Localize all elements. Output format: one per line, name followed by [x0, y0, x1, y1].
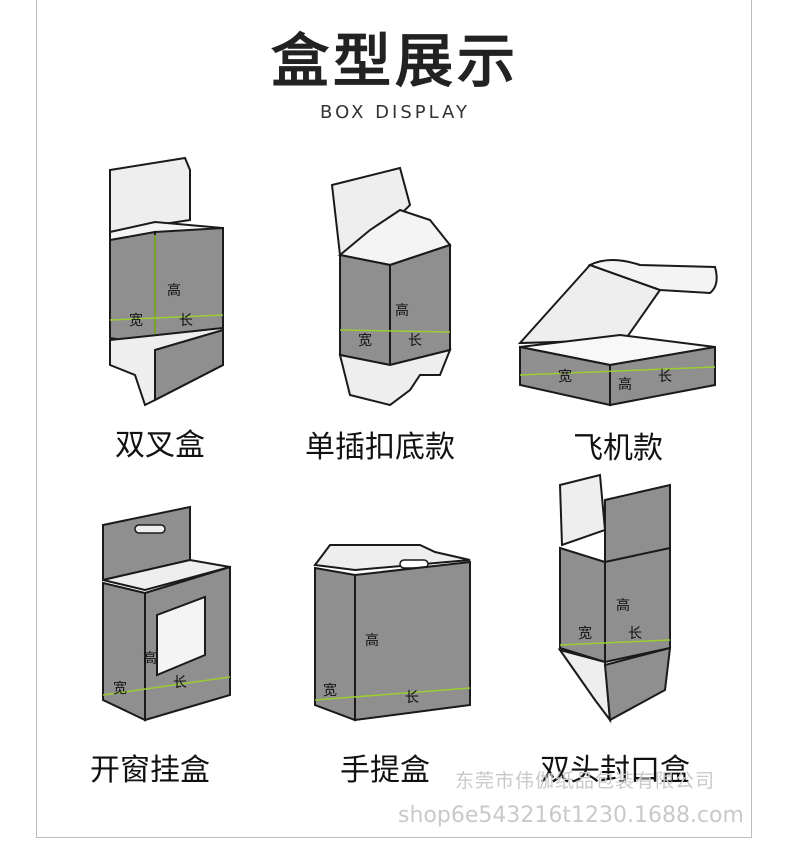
- box-label-window-hanger: 开窗挂盒: [90, 753, 210, 788]
- height-label: 高: [618, 376, 632, 393]
- width-label: 宽: [558, 368, 572, 385]
- double-seal-box-illustration: 高 宽 长: [557, 473, 672, 724]
- box-label-handle: 手提盒: [340, 753, 430, 788]
- handle-box-illustration: 高 宽 长: [313, 544, 471, 722]
- height-label: 高: [167, 282, 181, 299]
- length-label: 长: [173, 675, 187, 691]
- length-label: 长: [628, 626, 642, 642]
- mailer-box-illustration: 宽 高 长: [517, 259, 718, 407]
- box-label-double-tuck: 双叉盒: [115, 428, 205, 463]
- box-card-snap-bottom: 高 宽 长 单插扣底款: [300, 160, 475, 465]
- length-label: 长: [405, 690, 419, 706]
- length-label: 长: [658, 369, 672, 385]
- page-subtitle: BOX DISPLAY: [320, 102, 470, 123]
- width-label: 宽: [113, 680, 127, 697]
- box-card-window-hanger: 高 宽 长 开窗挂盒: [90, 505, 245, 788]
- box-label-double-seal: 双头封口盒: [540, 753, 690, 788]
- height-label: 高: [143, 650, 157, 667]
- box-card-handle: 高 宽 长 手提盒: [305, 540, 480, 788]
- width-label: 宽: [323, 682, 337, 699]
- box-label-mailer: 飞机款: [573, 431, 663, 466]
- height-label: 高: [395, 302, 409, 319]
- box-card-mailer: 宽 高 长 飞机款: [510, 255, 725, 466]
- double-tuck-box-illustration: 高 宽 长: [109, 156, 224, 407]
- shop-watermark: shop6e543216t1230.1688.com: [398, 803, 744, 828]
- width-label: 宽: [358, 332, 372, 349]
- snap-bottom-box-illustration: 高 宽 长: [330, 166, 452, 407]
- box-card-double-tuck: 高 宽 长 双叉盒: [95, 150, 245, 463]
- height-label: 高: [616, 597, 630, 614]
- height-label: 高: [365, 632, 379, 649]
- company-watermark: 东莞市伟伽纸品包装有限公司: [455, 770, 716, 792]
- window-hanger-box-illustration: 高 宽 长: [102, 505, 231, 722]
- length-label: 长: [179, 313, 193, 329]
- page-title: 盒型展示: [270, 27, 519, 95]
- content-frame: [36, 0, 752, 838]
- length-label: 长: [408, 333, 422, 349]
- box-label-snap-bottom: 单插扣底款: [305, 430, 455, 465]
- width-label: 宽: [129, 312, 143, 329]
- box-card-double-seal: 高 宽 长 双头封口盒: [540, 470, 690, 788]
- width-label: 宽: [578, 625, 592, 642]
